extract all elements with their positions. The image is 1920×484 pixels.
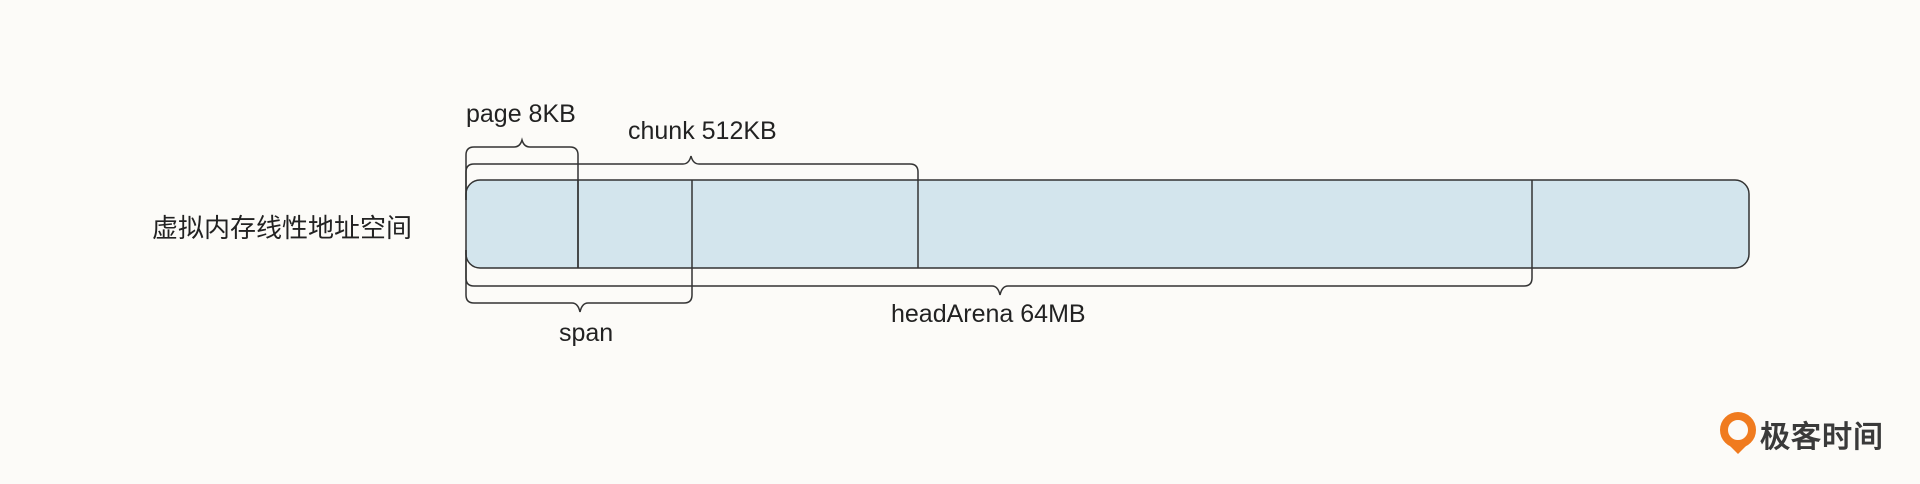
arena-brace — [465, 250, 1533, 296]
span-brace — [465, 250, 693, 313]
logo-icon — [1720, 412, 1756, 454]
chunk-brace — [465, 155, 919, 200]
row-label: 虚拟内存线性地址空间 — [152, 213, 413, 243]
address-space-bar — [465, 179, 1750, 269]
arena-label: headArena 64MB — [891, 300, 1086, 328]
logo: 极客时间 — [1760, 412, 1884, 456]
page-label: page 8KB — [466, 100, 576, 128]
chunk-label: chunk 512KB — [628, 117, 777, 145]
page-brace — [465, 137, 579, 268]
logo-text: 极客时间 — [1760, 421, 1884, 454]
span-label: span — [559, 319, 614, 347]
